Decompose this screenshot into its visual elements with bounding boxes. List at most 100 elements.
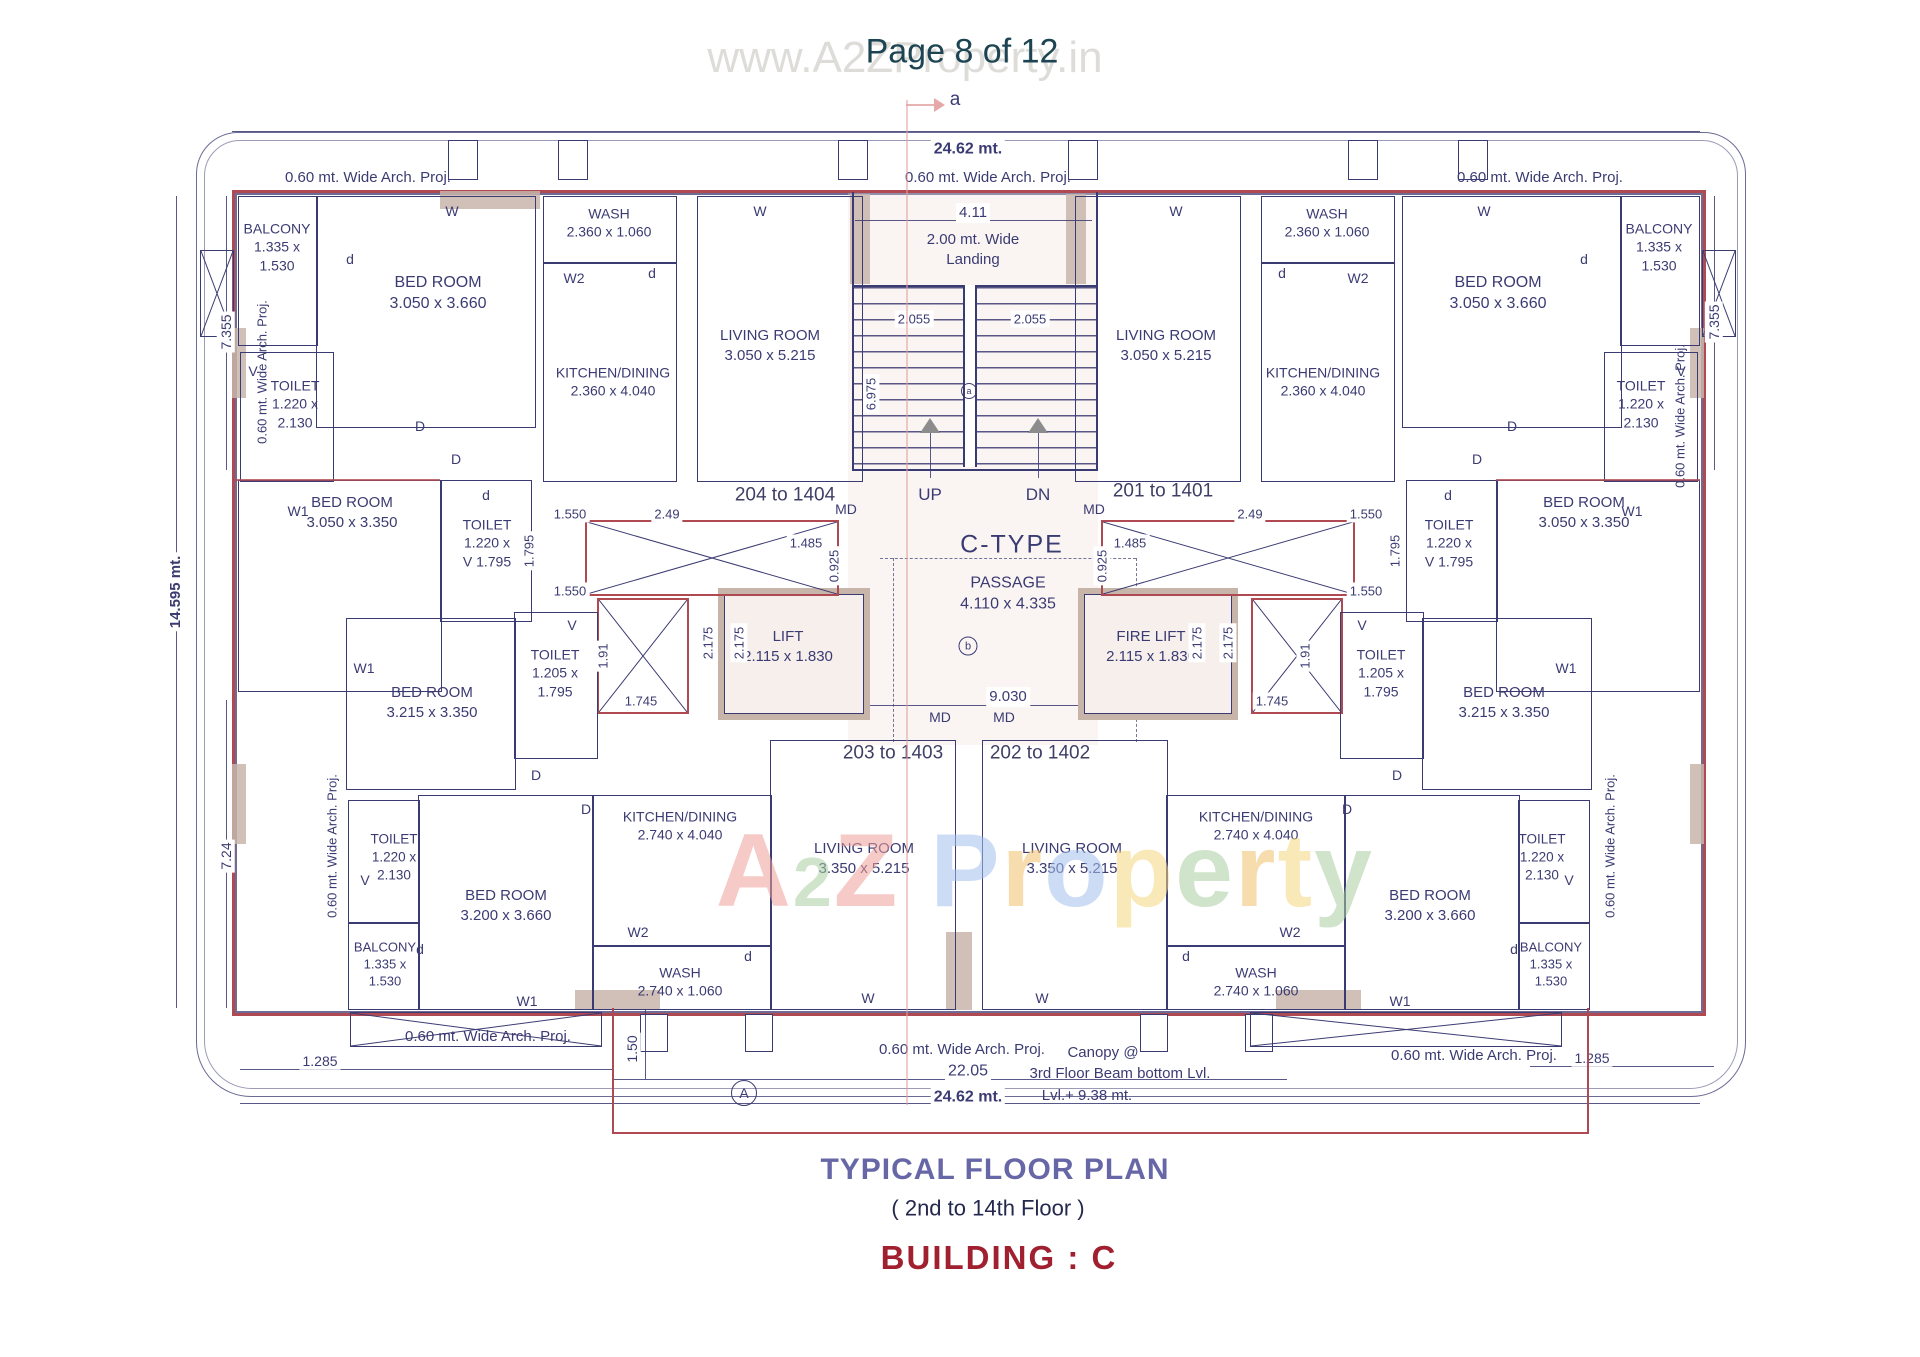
window-label-w1: W1: [516, 993, 538, 1009]
pillar: [1458, 140, 1488, 180]
dim-1-550: 1.550: [550, 505, 590, 523]
dim-line: [645, 1010, 646, 1079]
door-label: D: [580, 801, 592, 817]
dim-1-285: 1.285: [1571, 1048, 1613, 1068]
arch-proj-label: 0.60 mt. Wide Arch. Proj.: [405, 1028, 571, 1046]
room-kitchen: [592, 795, 772, 947]
dim-line: [240, 1069, 612, 1070]
room-wash: [1166, 945, 1346, 1010]
room-bedroom: [346, 618, 516, 790]
canopy-note: Lvl.+ 9.38 mt.: [1041, 1087, 1133, 1105]
room-bedroom: [1422, 618, 1592, 790]
room-wash: [1261, 196, 1395, 264]
door-label-small: d: [416, 941, 424, 957]
door-label: D: [414, 418, 426, 434]
room-label-bedroom: BED ROOM 3.050 x 3.660: [389, 273, 487, 312]
door-label: D: [1506, 418, 1518, 434]
room-balcony: [348, 922, 420, 1010]
room-label-toilet: TOILET 1.220 x 2.130: [270, 377, 320, 431]
main-door-label: MD: [1083, 501, 1105, 517]
canopy-note: 3rd Floor Beam bottom Lvl.: [1029, 1065, 1211, 1083]
door-label-small: d: [482, 487, 490, 503]
pillar: [640, 1014, 668, 1052]
window-label: W: [1477, 203, 1491, 219]
window-label-w1: W1: [287, 503, 309, 519]
room-label-bedroom: BED ROOM 3.215 x 3.350: [1458, 684, 1550, 721]
room-label-balcony: BALCONY 1.335 x 1.530: [1625, 220, 1693, 274]
stair-landing: [852, 192, 1098, 285]
duct: [585, 520, 839, 596]
room-label-balcony: BALCONY 1.335 x 1.530: [243, 220, 311, 274]
dim-2-055: 2.055: [894, 310, 934, 328]
room-label-balcony: BALCONY 1.335 x 1.530: [1519, 939, 1583, 989]
brand-letter: e: [1175, 813, 1235, 930]
wall-patch: [1690, 764, 1704, 844]
stair-marker: a: [961, 383, 977, 399]
pillar: [745, 1014, 773, 1052]
brand-letter: o: [1044, 813, 1110, 930]
vent-label: V: [567, 617, 577, 633]
room-label-bedroom: BED ROOM 3.200 x 3.660: [460, 887, 552, 924]
dn-arrow-stem: [1038, 432, 1039, 478]
brand-letter: [899, 813, 930, 929]
passage-dash: [893, 558, 894, 742]
room-label-living: LIVING ROOM 3.050 x 5.215: [1115, 327, 1217, 364]
window-label-w2: W2: [1347, 270, 1369, 286]
dim-7-355: 7.355: [216, 311, 236, 353]
room-toilet: [348, 800, 420, 924]
dim-0-925: 0.925: [825, 546, 843, 586]
arch-proj-label: 0.60 mt. Wide Arch. Proj.: [285, 169, 451, 187]
dim-2-49: 2.49: [651, 505, 683, 523]
door-label-small: d: [1510, 941, 1518, 957]
dim-7-24: 7.24: [216, 839, 236, 873]
room-label-kitchen: KITCHEN/DINING 2.740 x 4.040: [1198, 808, 1314, 843]
window-label: W: [753, 203, 767, 219]
dim-9-030: 9.030: [986, 687, 1030, 707]
room-toilet: [514, 612, 598, 759]
dim-22-05: 22.05: [944, 1060, 992, 1082]
door-label: D: [1471, 451, 1483, 467]
pillar: [1245, 1014, 1273, 1052]
room-bedroom: [1402, 196, 1622, 428]
room-toilet: [1340, 612, 1424, 759]
wall-patch: [575, 990, 660, 1010]
pillar: [838, 140, 868, 180]
room-balcony: [1620, 196, 1700, 346]
dn-arrow-icon: [1028, 418, 1048, 433]
unit-type-label: C-TYPE: [960, 530, 1064, 559]
room-toilet: [1406, 480, 1498, 622]
dim-1-795: 1.795: [1386, 531, 1404, 571]
brand-letter: p: [1109, 813, 1176, 930]
room-toilet: [1604, 352, 1698, 482]
arch-proj-label: 0.60 mt. Wide Arch. Proj.: [324, 774, 340, 918]
arch-proj-label: 0.60 mt. Wide Arch. Proj.: [879, 1041, 1045, 1059]
room-balcony: [238, 196, 318, 346]
room-toilet: [1518, 800, 1590, 924]
room-label-kitchen: KITCHEN/DINING 2.740 x 4.040: [622, 808, 738, 843]
dim-1-485: 1.485: [786, 534, 826, 552]
door-label-small: d: [648, 265, 656, 281]
room-label-bedroom: BED ROOM 3.215 x 3.350: [386, 684, 478, 721]
main-door-label: MD: [835, 501, 857, 517]
room-label-toilet: TOILET 1.220 x 2.130: [1616, 377, 1666, 431]
room-label-toilet: TOILET 1.220 x V 1.795: [1424, 516, 1474, 570]
dim-width-top: 24.62 mt.: [930, 138, 1006, 160]
dim-1-550: 1.550: [1346, 505, 1386, 523]
room-label-toilet: TOILET 1.220 x 2.130: [1518, 831, 1566, 882]
brand-letter: P: [930, 813, 1002, 930]
door-label-small: d: [1580, 251, 1588, 267]
room-balcony: [1518, 922, 1590, 1010]
arch-proj-label: 0.60 mt. Wide Arch. Proj.: [1672, 344, 1688, 488]
room-label-bedroom: BED ROOM 3.050 x 3.350: [306, 494, 398, 531]
room-label-toilet: TOILET 1.205 x 1.795: [1356, 646, 1406, 700]
brand-letter: r: [1235, 813, 1278, 930]
wall-accent: [232, 479, 440, 481]
dim-2-49: 2.49: [1234, 505, 1266, 523]
wall-accent: [1496, 479, 1700, 481]
room-label-wash: WASH 2.740 x 1.060: [637, 964, 723, 999]
unit-number-204: 204 to 1404: [734, 484, 836, 506]
pillar: [1348, 140, 1378, 180]
arch-proj-label: 0.60 mt. Wide Arch. Proj.: [1602, 774, 1618, 918]
dim-2-175: 2.175: [699, 623, 717, 663]
dn-label: DN: [1025, 484, 1051, 504]
